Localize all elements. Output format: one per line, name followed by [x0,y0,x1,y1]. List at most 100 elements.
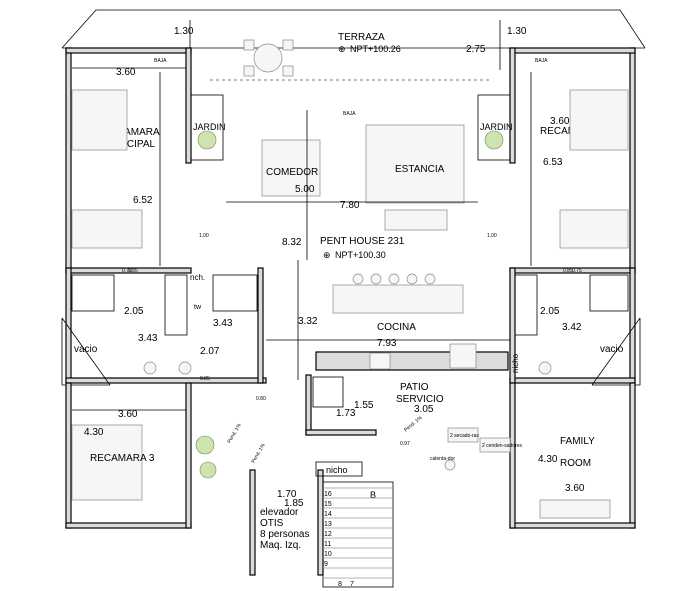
dim-master-depth: 6.52 [133,195,153,206]
dim-lobby-w: 1.70 [277,489,297,500]
baja-left: BAJA [154,58,167,64]
elevator-label-4: Maq. Izq. [260,540,301,551]
dim-master-width: 3.60 [116,67,136,78]
master-bed [71,89,128,151]
dim-living-width: 7.80 [340,200,360,211]
door-dim: 0.80 [256,396,266,402]
plant-icon [484,130,504,150]
wall-bed3-bottom [65,522,192,529]
patio-label-1: PATIO [400,382,429,393]
terrace-chair [243,39,255,51]
dim-patio-width: 3.05 [414,404,434,415]
unit-level: NPT+100.30 [335,250,386,260]
stair-step-number: 14 [324,511,332,518]
nicho-box [315,461,363,477]
family-label-2: ROOM [560,458,591,469]
bed2-closet [559,209,629,249]
dim-terrace-depth: 2.75 [466,44,486,55]
dim-bath-mid-w: 3.43 [213,318,233,329]
stool [424,273,436,285]
wall-bath-left-bottom [65,377,267,384]
stair-step-number: 12 [324,531,332,538]
wall-bath-left [65,267,72,384]
wall-bed2-left [509,47,516,164]
dim-bed2-depth: 6.53 [543,157,563,168]
plant-icon [195,435,215,455]
stair-step-number: 15 [324,501,332,508]
toilet [178,361,192,375]
stair-step-number: 16 [324,491,332,498]
door-dim: 0.70 [122,268,132,274]
dim-top-left: 1.30 [174,26,194,37]
terrace-table [253,43,283,73]
wall-top-bed2 [509,47,636,54]
family-label-1: FAMILY [560,436,595,447]
master-bedroom-label-1: RECAMARA [103,127,160,138]
master-closet [71,209,143,249]
stair-step-number: 7 [350,581,354,588]
wall-family-bottom [509,522,636,529]
heater [444,459,456,471]
elevator-label-1: elevador [260,507,299,518]
dim-bed3-width: 3.60 [118,409,138,420]
niche-right-label: nicho [511,353,520,373]
dim-bath-mid-d: 2.07 [200,346,220,357]
wall-family-left [509,382,516,529]
toilet [538,361,552,375]
tw-label: tw [194,304,202,311]
stair-step-number: 13 [324,521,332,528]
dim-kitchen-depth: 3.32 [298,316,318,327]
door-dim: 1.00 [487,233,497,239]
void-right: vacio [600,344,624,355]
door-dim: 0.85 [200,376,210,382]
dim-kitchen-width: 7.93 [377,338,397,349]
dining-table [261,139,321,197]
patio-label-2: SERVICIO [396,394,444,405]
garden-left-box [190,94,224,161]
unit-name: PENT HOUSE 231 [320,236,405,247]
wall-lobby-right [317,469,324,576]
dim-family-depth: 4.30 [538,454,558,465]
wall-right-bed2 [629,47,636,274]
level-marker-icon: ⊕ [323,250,331,260]
elevator-label-3: 8 personas [260,529,309,540]
dryer-label: 2 secado-ras [450,433,479,439]
pend-3: Pend. 1% [403,415,424,434]
bed3-label: RECAMARA 3 [90,453,155,464]
stair-step-number: 10 [324,551,332,558]
dim-top-right: 1.30 [507,26,527,37]
wall-lobby-left [249,469,256,576]
dim-dining-depth: 5.00 [295,184,315,195]
terrace-level: NPT+100.26 [350,44,401,54]
niche-short-label: nch. [190,273,205,282]
washer-label: 2 cenden-sadores [482,443,523,449]
stool [388,273,400,285]
door-dim: 0.85 [128,268,138,274]
stool [406,273,418,285]
garden-right-label: JARDIN [480,122,513,132]
bath-mid-box [212,274,258,312]
fridge [449,343,477,369]
dim-family-width: 3.60 [565,483,585,494]
bath-right-box-2 [589,274,629,312]
dim-bed3-depth: 4.30 [84,427,104,438]
wall-patio-bottom [305,429,377,436]
wall-bath-right-bottom [509,377,636,384]
stair-step-number: 8 [338,581,342,588]
plant-icon [199,461,217,479]
bath-right-box [514,274,538,336]
stair-mark: B [370,490,376,500]
dining-label: COMEDOR [266,167,318,178]
sofa [384,209,448,231]
wall-bed3-left [65,382,72,529]
dim-bed2-width: 3.60 [550,116,570,127]
kitchen-label: COCINA [377,322,416,333]
terrace-label: TERRAZA [338,32,385,43]
stair-step-number: 9 [324,561,328,568]
elevator-label-2: OTIS [260,518,284,529]
dim-patio-d: 1.73 [336,408,356,419]
dim-unit-depth: 8.32 [282,237,302,248]
wall-family-right [629,382,636,529]
